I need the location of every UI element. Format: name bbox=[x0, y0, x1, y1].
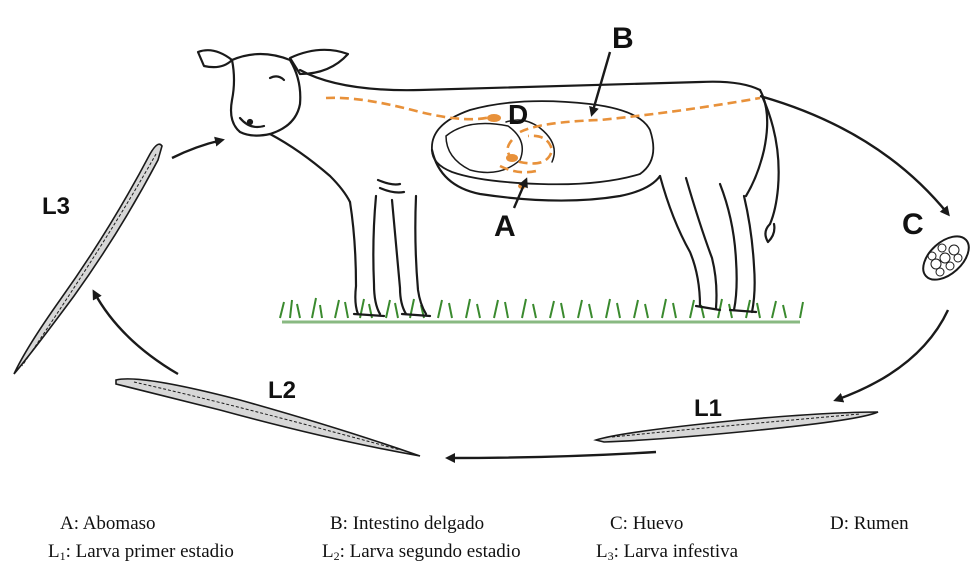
legend-l2: L2: Larva segundo estadio bbox=[322, 541, 521, 564]
legend-b: B: Intestino delgado bbox=[330, 513, 484, 535]
grass bbox=[280, 298, 803, 322]
legend-l1-prefix: L bbox=[48, 541, 60, 562]
legend-l3-prefix: L bbox=[596, 541, 608, 562]
legend-c: C: Huevo bbox=[610, 513, 683, 535]
calf-drawing bbox=[198, 50, 779, 316]
gut-path bbox=[326, 98, 760, 172]
egg-drawing bbox=[915, 228, 977, 288]
legend-l1: L1: Larva primer estadio bbox=[48, 541, 234, 564]
arrow-l1-to-l2 bbox=[448, 452, 656, 458]
legend-a: A: Abomaso bbox=[60, 513, 156, 535]
legend-d: D: Rumen bbox=[830, 513, 909, 535]
label-b: B bbox=[612, 22, 634, 55]
legend-l3: L3: Larva infestiva bbox=[596, 541, 738, 564]
label-d: D bbox=[508, 99, 528, 130]
larva-l1 bbox=[596, 412, 878, 442]
legend-l3-text: : Larva infestiva bbox=[614, 541, 739, 562]
legend-l2-prefix: L bbox=[322, 541, 334, 562]
label-l3: L3 bbox=[42, 193, 70, 220]
label-a: A bbox=[494, 210, 516, 243]
legend-l2-text: : Larva segundo estadio bbox=[340, 541, 521, 562]
arrow-l3-to-calf bbox=[172, 140, 222, 158]
arrow-l2-to-l3 bbox=[94, 292, 178, 374]
label-l1: L1 bbox=[694, 395, 722, 422]
label-l2: L2 bbox=[268, 377, 296, 404]
arrow-calf-to-egg bbox=[760, 96, 948, 214]
legend-l1-text: : Larva primer estadio bbox=[66, 541, 234, 562]
larva-l3 bbox=[14, 144, 162, 374]
arrow-egg-to-l1 bbox=[836, 310, 948, 400]
label-c: C bbox=[902, 208, 924, 241]
